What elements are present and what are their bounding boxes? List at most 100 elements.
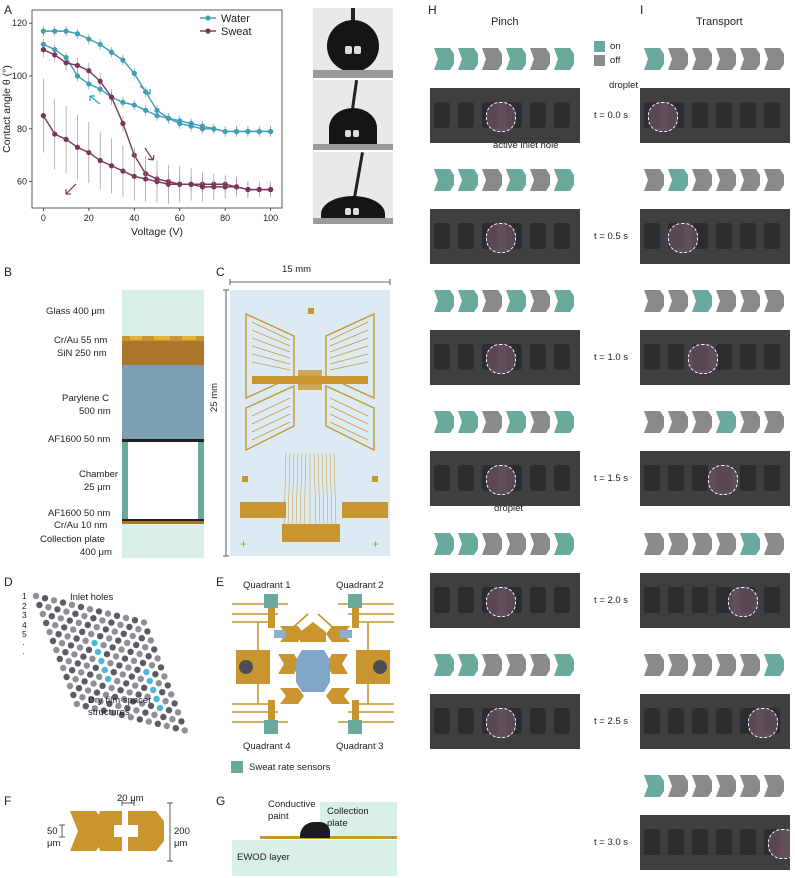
array-cell: [148, 662, 156, 669]
array-cell: [90, 680, 97, 687]
array-cell: [56, 655, 63, 663]
array-cell: [127, 648, 134, 655]
array-cell: [139, 659, 147, 667]
electrode-off: [716, 290, 736, 312]
data-point-water: [211, 126, 217, 132]
y-tick-label: 100: [12, 71, 27, 81]
electrode-off: [644, 654, 664, 676]
time-1: t = 0.5 s: [594, 231, 629, 242]
array-cell: [88, 696, 95, 703]
dim-50-unit: μm: [47, 838, 61, 849]
droplet-photo-mid: [313, 80, 393, 150]
array-cell: [85, 646, 93, 653]
pinch-photo: [430, 451, 580, 506]
electrode-on: [554, 169, 574, 191]
array-cell: [99, 682, 106, 689]
layer-parylene-thickness: 500 nm: [79, 406, 111, 417]
electrode-on: [644, 48, 664, 70]
data-point-water: [268, 128, 274, 135]
data-point-water: [74, 73, 81, 79]
panel-label-g: G: [216, 794, 226, 808]
array-cell: [126, 689, 133, 696]
electrode-on: [434, 48, 454, 70]
panel-label-e: E: [216, 575, 225, 589]
array-cell: [124, 705, 131, 712]
array-cell: [157, 664, 165, 671]
array-cell: [118, 711, 126, 719]
array-cell: [49, 637, 57, 645]
pinch-photo: [430, 573, 580, 628]
electrode-on: [740, 533, 760, 555]
layer-stack: [122, 290, 204, 558]
electrode-off: [740, 290, 760, 312]
electrode-on: [506, 48, 526, 70]
array-cell: [174, 709, 182, 716]
electrode-off: [764, 290, 784, 312]
dim-width: 15 mm: [282, 264, 312, 275]
time-4: t = 2.0 s: [594, 595, 629, 606]
array-cell: [133, 641, 140, 649]
data-point-sweat: [108, 163, 115, 169]
dim-50: 50: [47, 826, 58, 837]
array-cell: [67, 642, 75, 649]
data-point-water: [154, 113, 160, 119]
data-point-sweat: [211, 184, 217, 190]
pinch-photo: [430, 209, 580, 264]
array-cell: [165, 707, 173, 714]
array-cell: [86, 606, 94, 613]
electrode-off: [716, 654, 736, 676]
array-cell: [76, 644, 84, 651]
array-cell: [73, 635, 80, 642]
electrode-on: [554, 654, 574, 676]
pinch-photo: [430, 88, 580, 143]
array-cell: [147, 702, 155, 709]
electrode-off: [692, 654, 712, 676]
data-point-sweat: [40, 113, 46, 119]
electrode-off: [506, 533, 526, 555]
electrode-on: [554, 411, 574, 433]
array-cell: [178, 718, 185, 725]
x-tick-label: 40: [129, 213, 139, 223]
array-cell: [80, 653, 87, 660]
quadrant-1-label: Quadrant 1: [243, 580, 291, 591]
array-cell: [108, 684, 115, 692]
array-cell: [102, 626, 110, 633]
off-legend-label: off: [610, 55, 621, 66]
electrode-off: [740, 411, 760, 433]
array-cell: [144, 693, 151, 700]
electrode-on: [764, 654, 784, 676]
array-cell: [50, 597, 58, 604]
array-cell: [135, 626, 142, 633]
electrode-on: [506, 411, 526, 433]
array-cell: [120, 696, 128, 703]
array-cell: [54, 606, 61, 613]
data-point-sweat: [154, 179, 160, 185]
array-cell: [70, 626, 77, 633]
panel-label-h: H: [428, 3, 437, 17]
array-cell: [68, 601, 76, 608]
electrode-off: [530, 411, 550, 433]
legend-label-sweat: Sweat: [221, 26, 252, 38]
electrode-off: [716, 533, 736, 555]
data-point-sweat: [52, 131, 58, 137]
array-cell: [43, 619, 50, 627]
array-cell: [55, 631, 62, 638]
array-cell: [106, 635, 113, 642]
electrode-off: [644, 533, 664, 555]
array-cell: [96, 673, 103, 680]
x-tick-label: 100: [263, 213, 278, 223]
electrode-on: [554, 533, 574, 555]
electrode-on: [458, 411, 478, 433]
array-cell: [108, 619, 115, 626]
array-cell: [73, 700, 80, 708]
array-cell: [59, 599, 67, 606]
array-cell: [164, 682, 171, 689]
on-legend-swatch: [594, 41, 605, 52]
legend-marker: [205, 15, 211, 21]
transport-schematic: [644, 48, 784, 70]
array-cell: [142, 709, 149, 716]
electrode-on: [554, 48, 574, 70]
array-cell: [105, 675, 112, 683]
array-cell: [112, 653, 120, 660]
collection-label-1: Collection: [327, 806, 369, 817]
